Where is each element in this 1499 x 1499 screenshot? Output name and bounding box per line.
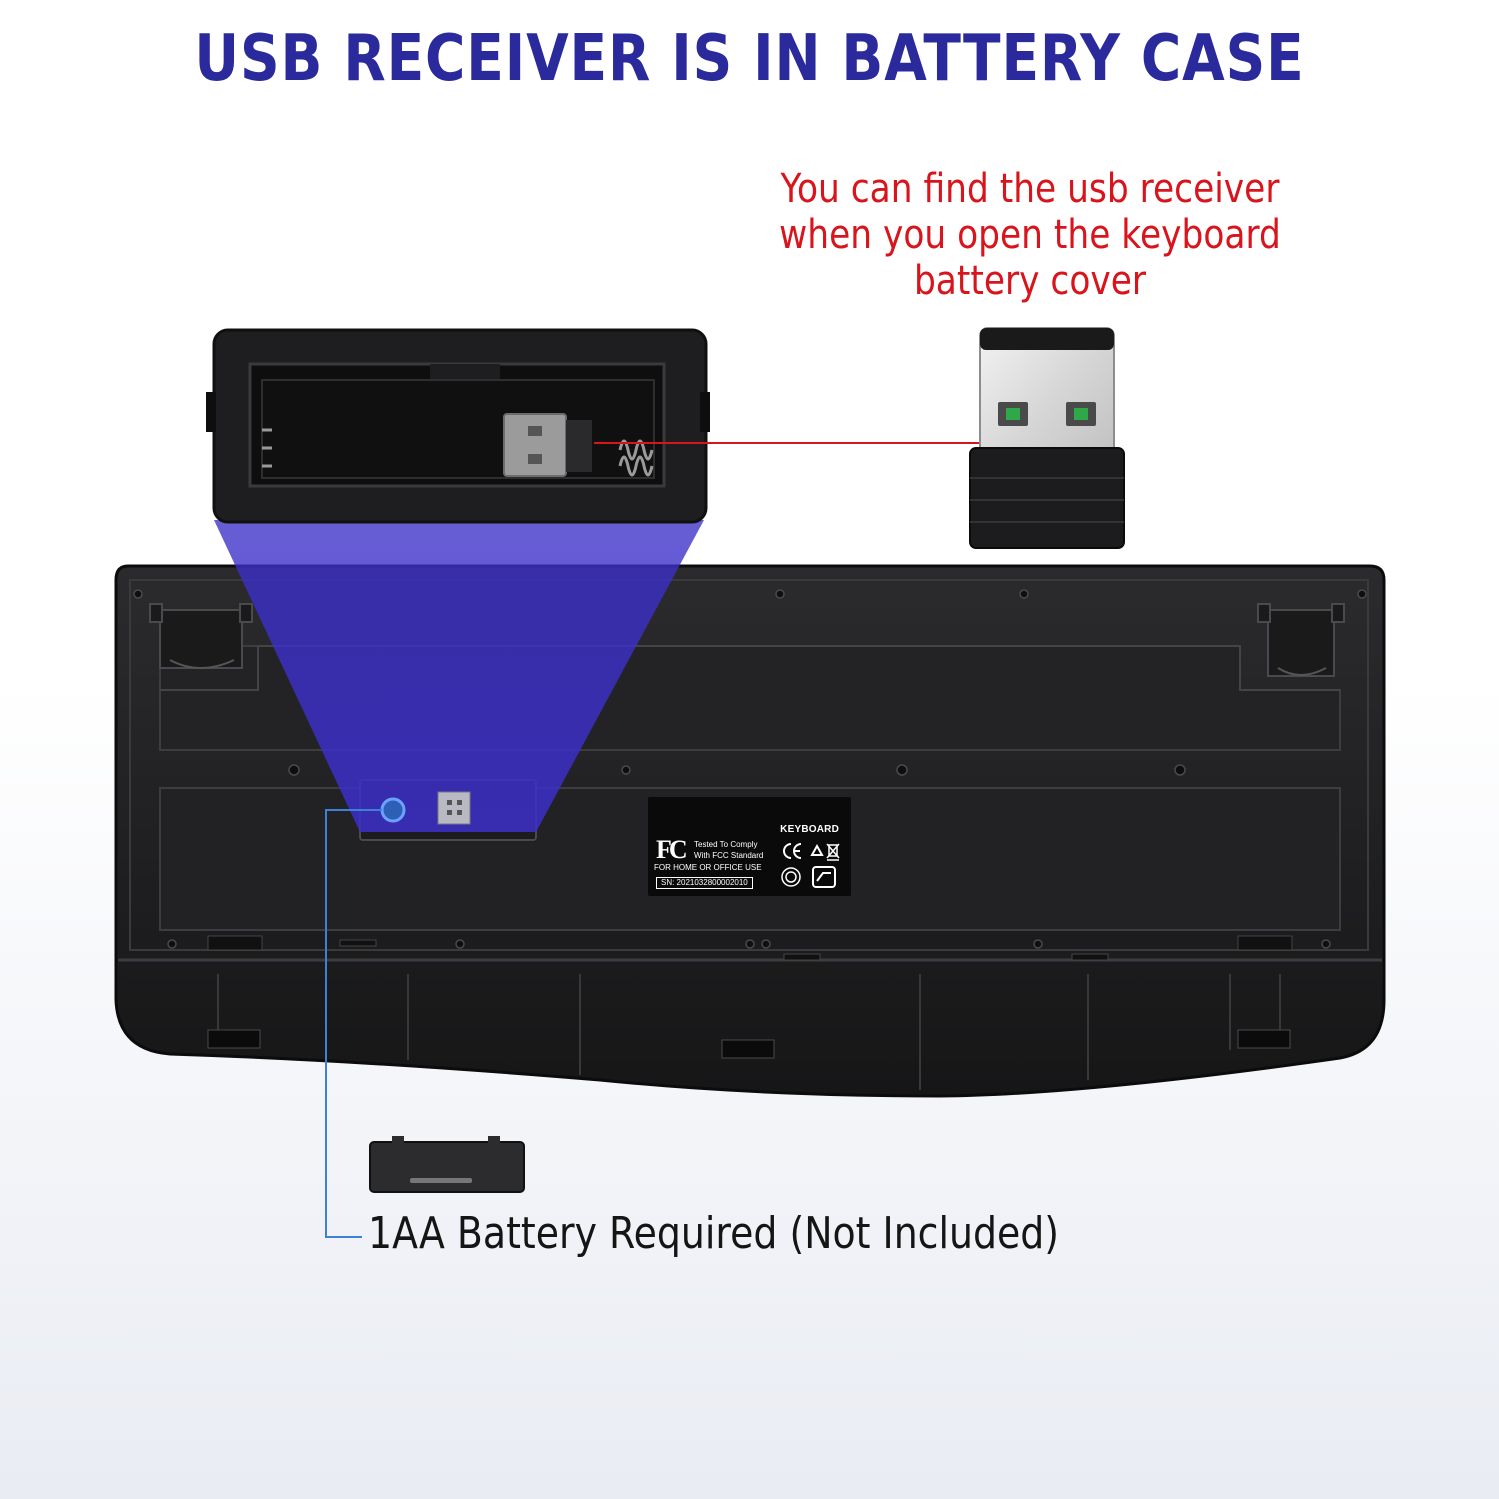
power-button-icon: [380, 797, 406, 823]
fcc-logo-icon: FC: [656, 835, 688, 864]
callout-line-1: You can find the usb receiver: [780, 166, 1280, 212]
battery-pointer-line: [325, 809, 382, 1238]
compliance-sticker: KEYBOARD FC Tested To Comply With FCC St…: [648, 797, 851, 896]
vent-grilles: [207, 1029, 1291, 1059]
callout-line-2: when you open the keyboard: [779, 212, 1281, 258]
stored-usb-receiver-icon: [503, 413, 592, 477]
usb-receiver-icon: [969, 327, 1125, 549]
battery-cover-icon: [369, 1136, 525, 1193]
receiver-callout: You can find the usb receiver when you o…: [746, 166, 1314, 304]
use-line: FOR HOME OR OFFICE USE: [654, 863, 762, 872]
highlight-beam: [214, 520, 704, 832]
serial-number: SN: 2021032800002010: [656, 877, 753, 889]
battery-requirement: 1AA Battery Required (Not Included): [368, 1208, 1060, 1259]
rohs-icon: [812, 866, 836, 888]
recycle-icon: [810, 843, 824, 856]
fcc-line-2: With FCC Standard: [694, 851, 764, 860]
weee-bin-icon: [826, 843, 840, 861]
headline: USB RECEIVER IS IN BATTERY CASE: [194, 22, 1305, 96]
tilt-foot-left: [149, 603, 253, 669]
usb-receiver-mini-icon: [437, 791, 471, 825]
callout-line-3: battery cover: [913, 258, 1147, 304]
sticker-title: KEYBOARD: [780, 824, 839, 835]
iso-seal-icon: [781, 867, 801, 887]
cert-marks: [781, 843, 840, 888]
ce-mark-icon: [783, 843, 802, 859]
tilt-foot-right: [1257, 603, 1345, 677]
fcc-line-1: Tested To Comply: [694, 840, 758, 849]
battery-compartment-icon: [206, 328, 710, 524]
screw-holes: [133, 589, 1367, 949]
